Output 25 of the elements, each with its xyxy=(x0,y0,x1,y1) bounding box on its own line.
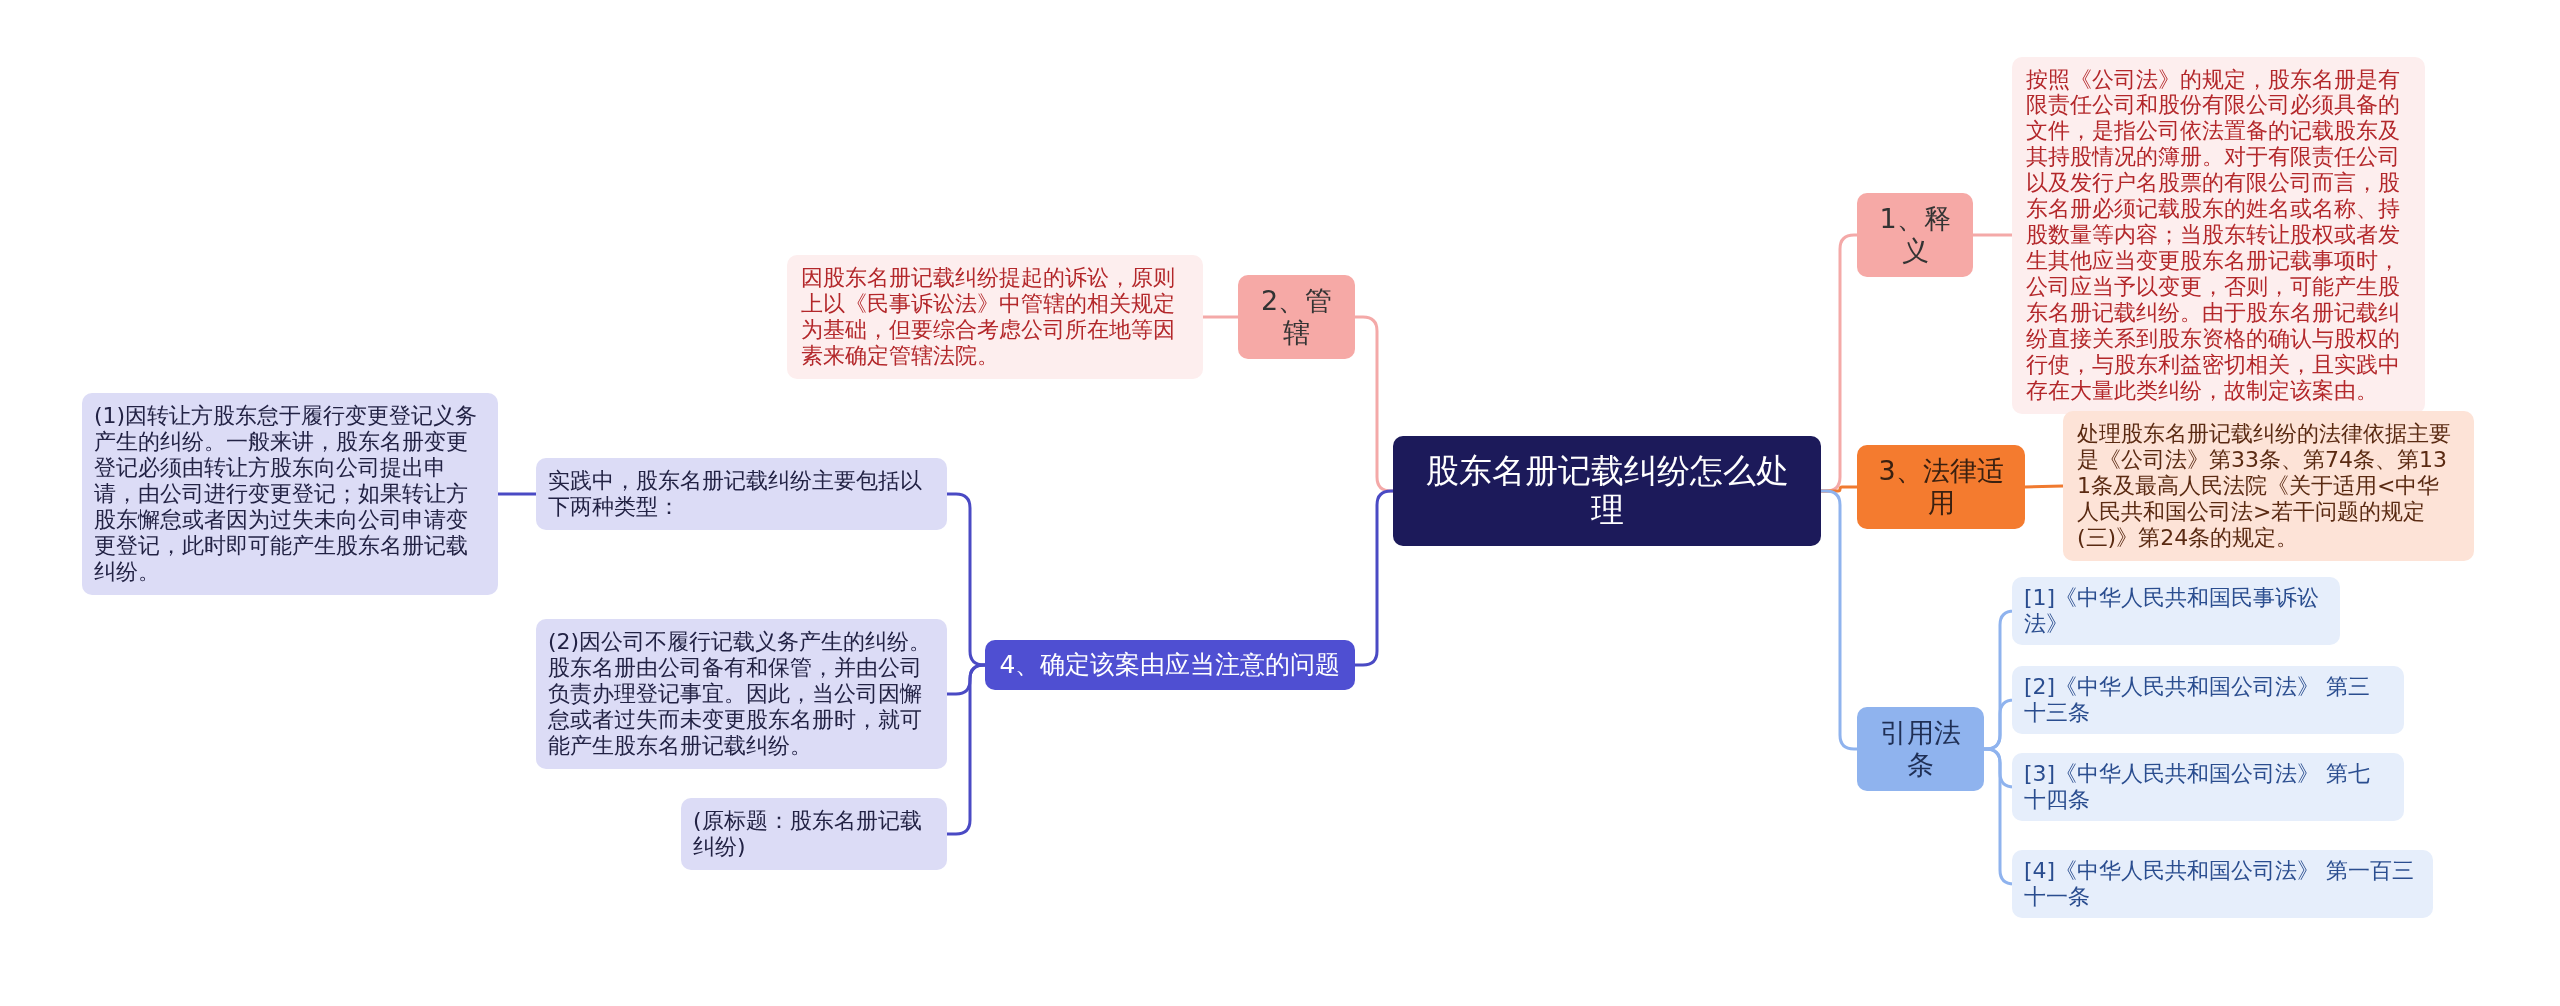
connector-line xyxy=(1355,489,1394,667)
branch-topic-box: 3、法律适用 xyxy=(1857,445,2025,529)
note-box: (2)因公司不履行记载义务产生的纠纷。股东名册由公司备有和保管，并由公司负责办理登记事宜。因此，当公司因懈怠或者过失而未变更股东名册时，就可能产生股东名册记载纠纷。 xyxy=(536,619,947,769)
connector-line xyxy=(1355,315,1394,493)
note-box: (1)因转让方股东怠于履行变更登记义务产生的纠纷。一般来讲，股东名册变更登记必须由转让方股东向公司提出申请，由公司进行变更登记；如果转让方股东懈怠或者因为过失未向公司申请变更登记，此时即可能产生股东名册记载纠纷。 xyxy=(82,393,498,595)
central-topic-box: 股东名册记载纠纷怎么处理 xyxy=(1393,436,1821,546)
note-box: 因股东名册记载纠纷提起的诉讼，原则上以《民事诉讼法》中管辖的相关规定为基础，但要综合考虑公司所在地等因素来确定管辖法院。 xyxy=(787,255,1203,379)
connector-line xyxy=(1973,233,2012,237)
note-box: 实践中，股东名册记载纠纷主要包括以下两种类型： xyxy=(536,458,947,530)
connector-line xyxy=(947,492,986,667)
connector-line xyxy=(947,663,986,836)
reference-box: [4]《中华人民共和国公司法》 第一百三十一条 xyxy=(2012,850,2433,918)
branch-topic-box: 4、确定该案由应当注意的问题 xyxy=(985,640,1355,690)
connector-line xyxy=(1203,315,1238,319)
connector-line xyxy=(498,492,536,496)
reference-box: [2]《中华人民共和国公司法》 第三十三条 xyxy=(2012,666,2404,734)
connector-line xyxy=(2024,484,2064,489)
branch-topic-box: 1、释义 xyxy=(1857,193,1973,277)
reference-box: [1]《中华人民共和国民事诉讼法》 xyxy=(2012,577,2340,645)
note-box: 处理股东名册记载纠纷的法律依据主要是《公司法》第33条、第74条、第131条及最高人民法院《关于适用<中华人民共和国公司法>若干问题的规定(三)》第24条的规定。 xyxy=(2063,411,2474,561)
branch-topic-box: 引用法条 xyxy=(1857,707,1984,791)
reference-box: [3]《中华人民共和国公司法》 第七十四条 xyxy=(2012,753,2404,821)
branch-topic-box: 2、管辖 xyxy=(1238,275,1355,359)
note-box: (原标题：股东名册记载纠纷) xyxy=(681,798,947,870)
note-box: 按照《公司法》的规定，股东名册是有限责任公司和股份有限公司必须具备的文件，是指公司依法置备的记载股东及其持股情况的簿册。对于有限责任公司以及发行户名股票的有限公司而言，股东名册必须记载股东的姓名或名称、持股数量等内容；当股东转让股权或者发生其他应当变更股东名册记载事项时，公司应当予以变更，否则，可能产生股东名册记载纠纷。由于股东名册记载纠纷直接关系到股东资格的确认与股权的行使，与股东利益密切相关，且实践中存在大量此类纠纷，故制定该案由。 xyxy=(2012,56,2425,414)
